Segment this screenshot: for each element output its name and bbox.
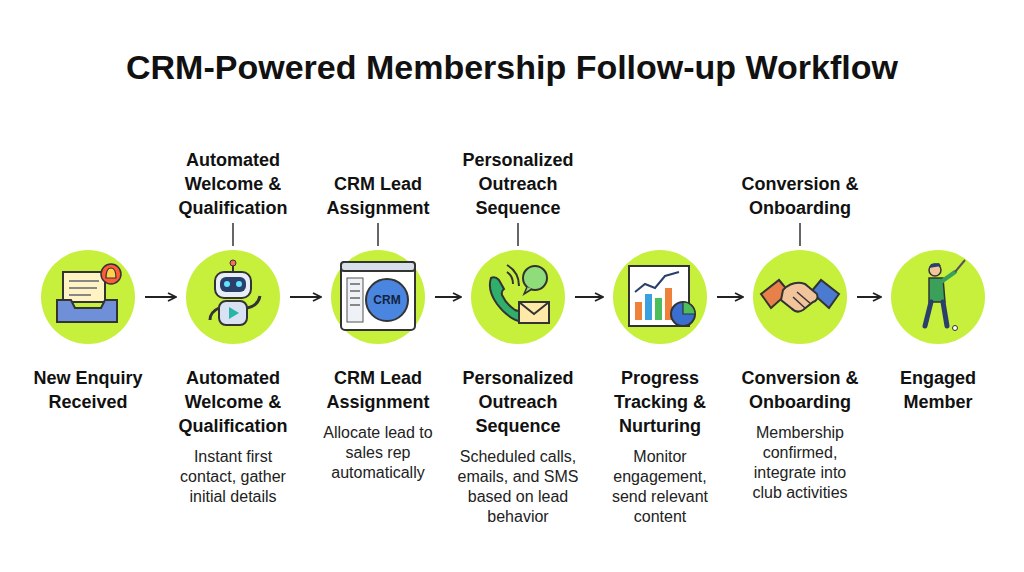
step-label: Personalized Outreach Sequence	[448, 366, 588, 438]
step-icon-part	[955, 260, 965, 272]
step-icon-part	[224, 281, 230, 287]
text-stack: Automated Welcome & QualificationInstant…	[148, 366, 318, 507]
step-icon-part	[69, 280, 99, 282]
step-description: Instant first contact, gather initial de…	[179, 447, 287, 507]
step-icon-part	[350, 290, 360, 292]
step-icon	[613, 250, 707, 344]
leader-line	[799, 223, 801, 246]
step-icon-part	[519, 302, 549, 323]
step-icon	[186, 250, 280, 344]
flow-arrow	[290, 296, 321, 298]
text-stack: CRM Lead AssignmentAllocate lead to sale…	[293, 366, 463, 483]
step-icon-part	[350, 297, 360, 299]
step-icon-part	[683, 302, 695, 314]
step-icon-part	[519, 302, 549, 314]
flow-arrow	[575, 296, 603, 298]
step-icon-part	[106, 268, 116, 278]
step-description: Allocate lead to sales rep automatically	[315, 423, 441, 483]
flow-arrow	[435, 296, 461, 298]
step-icon-part	[215, 272, 251, 298]
step-icon	[753, 250, 847, 344]
step-icon-part	[69, 294, 91, 296]
step-circle: Progress Tracking & NurturingMonitor eng…	[613, 250, 707, 344]
step-icon-part	[941, 272, 955, 282]
step-icon-part	[350, 283, 360, 285]
step-icon-part	[210, 308, 219, 320]
step-icon-part	[929, 263, 941, 268]
step-heading: CRM Lead Assignment	[313, 172, 443, 220]
step-icon-part	[671, 302, 695, 326]
step-label: New Enquiry Received	[23, 366, 153, 414]
step-icon-part	[230, 260, 236, 266]
step-icon-part	[69, 287, 97, 289]
step-icon-part	[341, 262, 415, 271]
step-icon-part	[101, 264, 121, 284]
step-icon-part	[523, 266, 547, 290]
step-icon-part	[635, 272, 679, 292]
step-circle: Personalized Outreach SequencePersonaliz…	[471, 250, 565, 344]
step-icon-part	[63, 272, 105, 302]
step-icon	[471, 250, 565, 344]
step-heading: Automated Welcome & Qualification	[168, 148, 298, 220]
step-icon-part	[507, 272, 513, 284]
step-icon	[41, 250, 135, 344]
flow-arrow	[857, 296, 881, 298]
text-stack: Personalized Outreach SequenceScheduled …	[433, 366, 603, 527]
step-icon-part	[524, 287, 532, 294]
step-icon-part	[645, 294, 652, 320]
step-circle: New Enquiry Received	[41, 250, 135, 344]
step-icon	[891, 250, 985, 344]
step-icon-part	[929, 264, 941, 276]
diagram-title: CRM-Powered Membership Follow-up Workflo…	[0, 46, 1024, 88]
step-icon-part	[57, 300, 117, 322]
step-circle: Engaged Member	[891, 250, 985, 344]
flow-arrow	[717, 296, 743, 298]
leader-line	[377, 223, 379, 246]
text-stack: New Enquiry Received	[3, 366, 173, 414]
step-label: Progress Tracking & Nurturing	[595, 366, 725, 438]
text-stack: Engaged Member	[853, 366, 1023, 414]
step-icon-part	[247, 296, 260, 308]
step-label: Engaged Member	[873, 366, 1003, 414]
step-icon-part	[925, 302, 947, 326]
step-label: Conversion & Onboarding	[734, 366, 866, 414]
step-icon-part	[507, 265, 519, 286]
step-icon-part	[236, 281, 242, 287]
step-description: Monitor engagement, send relevant conten…	[604, 447, 716, 527]
step-heading: Personalized Outreach Sequence	[448, 148, 588, 220]
step-description: Scheduled calls, emails, and SMS based o…	[452, 447, 584, 527]
step-icon-part	[953, 326, 958, 331]
step-icon-part	[781, 283, 818, 312]
step-heading: Conversion & Onboarding	[734, 172, 866, 220]
leader-line	[232, 223, 234, 246]
step-description: Membership confirmed, integrate into clu…	[740, 423, 860, 503]
step-label: Automated Welcome & Qualification	[168, 366, 298, 438]
step-icon-part	[219, 301, 247, 325]
step-icon-part	[793, 297, 805, 308]
leader-line	[517, 223, 519, 246]
step-icon-part	[220, 277, 246, 292]
step-label: CRM Lead Assignment	[313, 366, 443, 414]
text-stack: Conversion & OnboardingMembership confir…	[715, 366, 885, 503]
step-icon-part	[350, 304, 360, 306]
step-circle: Conversion & OnboardingConversion & Onbo…	[753, 250, 847, 344]
text-stack: Progress Tracking & NurturingMonitor eng…	[575, 366, 745, 527]
icon-label: CRM	[357, 293, 417, 307]
step-icon-part	[635, 302, 642, 320]
step-circle: Automated Welcome & QualificationAutomat…	[186, 250, 280, 344]
step-icon-part	[655, 298, 662, 320]
flow-arrow	[145, 296, 176, 298]
step-icon-part	[347, 278, 363, 322]
step-icon-part	[229, 307, 239, 319]
